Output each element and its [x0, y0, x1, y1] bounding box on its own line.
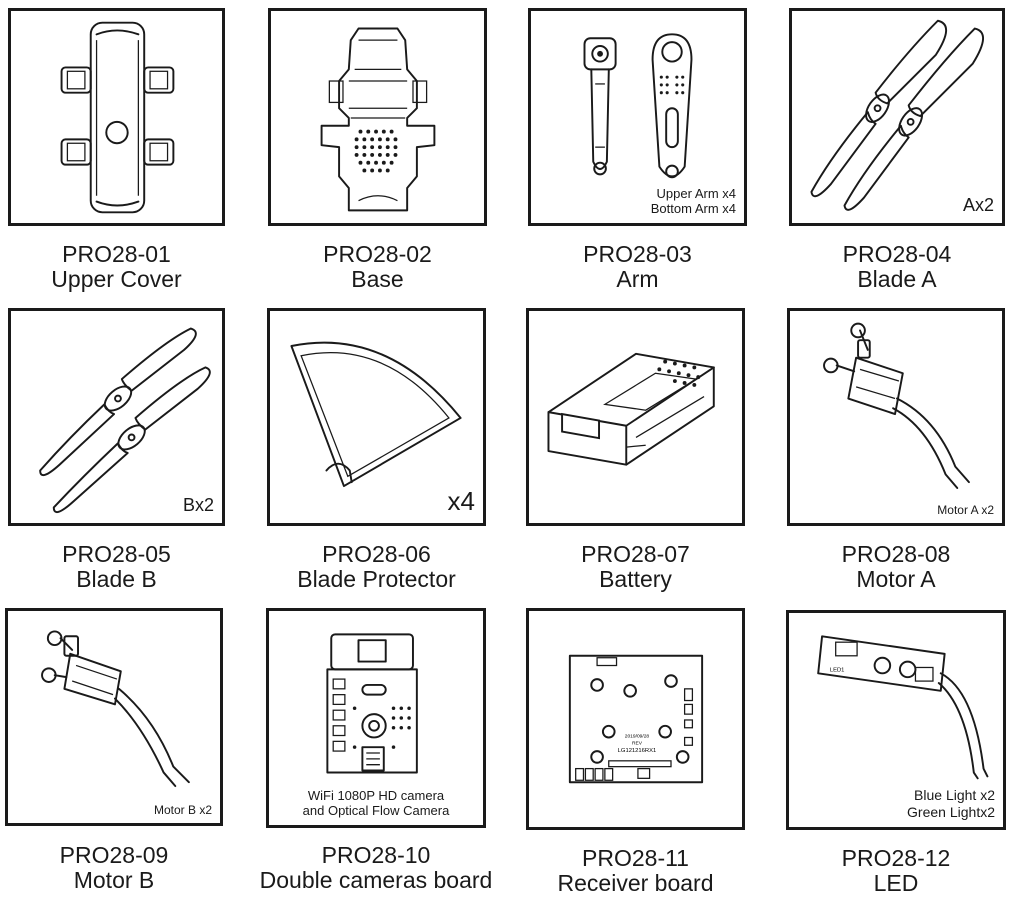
part-code: PRO28-11 [582, 845, 689, 871]
motor-a-icon [823, 322, 970, 489]
part-quantity-note: Motor B x2 [153, 802, 212, 817]
part-code: PRO28-10 [321, 842, 431, 868]
part-name: Blade Protector [297, 566, 456, 592]
upper-cover-icon [60, 21, 175, 214]
part-quantity-note: Motor A x2 [937, 502, 994, 517]
arm-icon [583, 33, 693, 179]
note-line: Green Lightx2 [907, 804, 995, 821]
note-line: WiFi 1080P HD camera [307, 787, 445, 803]
note-line: and Optical Flow Camera [302, 803, 450, 819]
part-name: Receiver board [557, 870, 714, 896]
part-code: PRO28-02 [323, 241, 432, 267]
blade-b-icon [39, 327, 211, 514]
board-model-text: LG121216RX1 [618, 748, 657, 754]
part-frame: LED1 Blue Light x2 Green Lightx2 [786, 610, 1006, 830]
part-quantity-note: Bx2 [182, 495, 214, 516]
part-frame [8, 8, 225, 226]
part-code: PRO28-07 [581, 541, 690, 567]
part-name: Blade A [857, 266, 937, 292]
base-icon [320, 27, 436, 212]
board-date-text: 2019/09/28 [625, 733, 650, 739]
part-name: Double cameras board [259, 867, 493, 893]
part-name: Battery [599, 566, 672, 592]
part-frame [268, 8, 487, 226]
note-line: Blue Light x2 [914, 787, 995, 804]
part-frame: Upper Arm x4 Bottom Arm x4 [528, 8, 747, 226]
part-quantity-note: Blue Light x2 Green Lightx2 [907, 787, 995, 821]
part-code: PRO28-05 [62, 541, 171, 567]
blade-a-icon [810, 19, 985, 211]
part-code: PRO28-12 [841, 845, 951, 871]
receiver-board-icon: 2019/09/28 REV LG121216RX1 [568, 654, 704, 784]
part-frame: Motor A x2 [787, 308, 1005, 526]
part-code: PRO28-09 [59, 842, 169, 868]
part-quantity-note: x4 [447, 485, 475, 516]
part-frame: Motor B x2 [5, 608, 223, 826]
part-quantity-note: Ax2 [962, 195, 994, 216]
part-name: Blade B [76, 566, 157, 592]
part-code: PRO28-06 [322, 541, 431, 567]
camera-board-icon [326, 633, 418, 774]
part-code: PRO28-03 [583, 241, 692, 267]
note-line: Upper Arm x4 [656, 185, 736, 201]
note-line: Bottom Arm x4 [650, 201, 736, 217]
part-code: PRO28-01 [62, 241, 171, 267]
part-frame: Bx2 [8, 308, 225, 526]
part-name: Base [351, 266, 404, 292]
part-frame: WiFi 1080P HD camera and Optical Flow Ca… [266, 608, 486, 828]
motor-b-icon [41, 630, 190, 788]
part-name: Motor B [73, 867, 155, 893]
board-led-text: LED1 [830, 667, 845, 673]
part-frame: Ax2 [789, 8, 1005, 226]
part-code: PRO28-04 [842, 241, 952, 267]
part-frame: 2019/09/28 REV LG121216RX1 [526, 608, 745, 830]
board-rev-text: REV [632, 740, 643, 746]
battery-icon [547, 352, 715, 466]
part-frame: x4 [267, 308, 486, 526]
part-quantity-note: WiFi 1080P HD camera and Optical Flow Ca… [269, 788, 483, 819]
part-code: PRO28-08 [841, 541, 951, 567]
part-name: LED [873, 870, 919, 896]
part-frame [526, 308, 745, 526]
blade-protector-icon [290, 341, 462, 488]
part-quantity-note: Upper Arm x4 Bottom Arm x4 [651, 186, 736, 217]
led-icon: LED1 [817, 635, 989, 780]
part-name: Motor A [856, 566, 936, 592]
part-name: Arm [616, 266, 659, 292]
part-name: Upper Cover [51, 266, 182, 292]
